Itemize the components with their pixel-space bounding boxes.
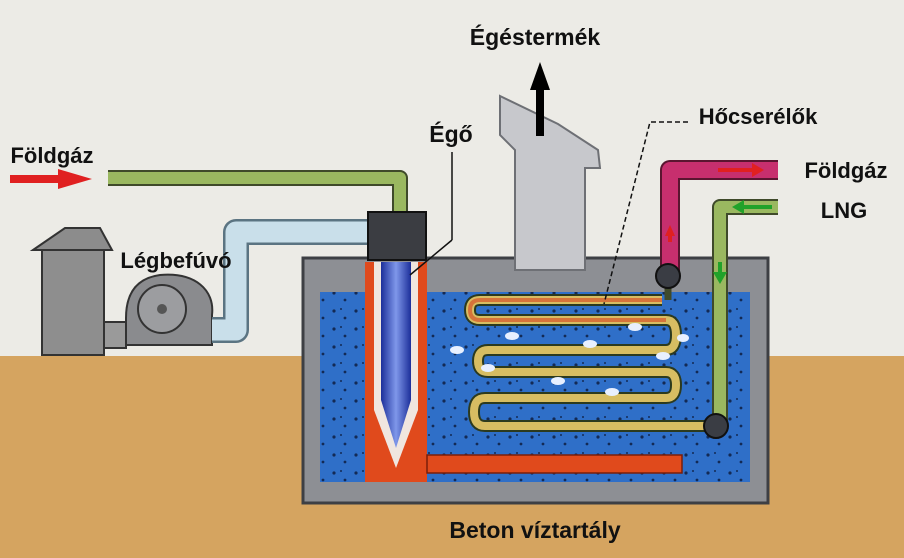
burner-tube	[365, 262, 427, 482]
blower-house	[29, 227, 127, 356]
red-arrow-icon	[665, 225, 675, 242]
heat-exchanger-coil	[464, 294, 716, 432]
coil-joint-top	[655, 263, 681, 289]
label-lng: LNG	[821, 198, 867, 223]
label-burner: Égő	[429, 120, 472, 147]
burner-leader-line-2	[409, 239, 453, 276]
air-pipe	[212, 219, 380, 343]
green-arrow-icon	[732, 200, 772, 214]
label-heat-exchangers: Hőcserélők	[699, 104, 818, 129]
water-bubbles	[450, 323, 689, 396]
burner-head	[367, 211, 427, 261]
exhaust-chimney	[499, 94, 602, 271]
green-arrow-icon	[713, 262, 727, 284]
heat-exchanger-leader-line	[603, 121, 688, 305]
blower-fan	[125, 273, 214, 346]
black-arrow-icon	[530, 62, 550, 136]
coil-joint-bottom	[703, 413, 729, 439]
label-natural-gas-left: Földgáz	[10, 143, 93, 168]
red-arrow-icon	[10, 169, 92, 189]
label-exhaust: Égéstermék	[470, 23, 601, 50]
natural-gas-pipe	[108, 170, 408, 214]
flue-duct	[426, 454, 683, 474]
label-blower: Légbefúvó	[120, 248, 231, 273]
red-arrow-icon	[718, 163, 764, 177]
label-tank: Beton víztartály	[449, 517, 620, 543]
label-natural-gas-right: Földgáz	[804, 158, 887, 183]
